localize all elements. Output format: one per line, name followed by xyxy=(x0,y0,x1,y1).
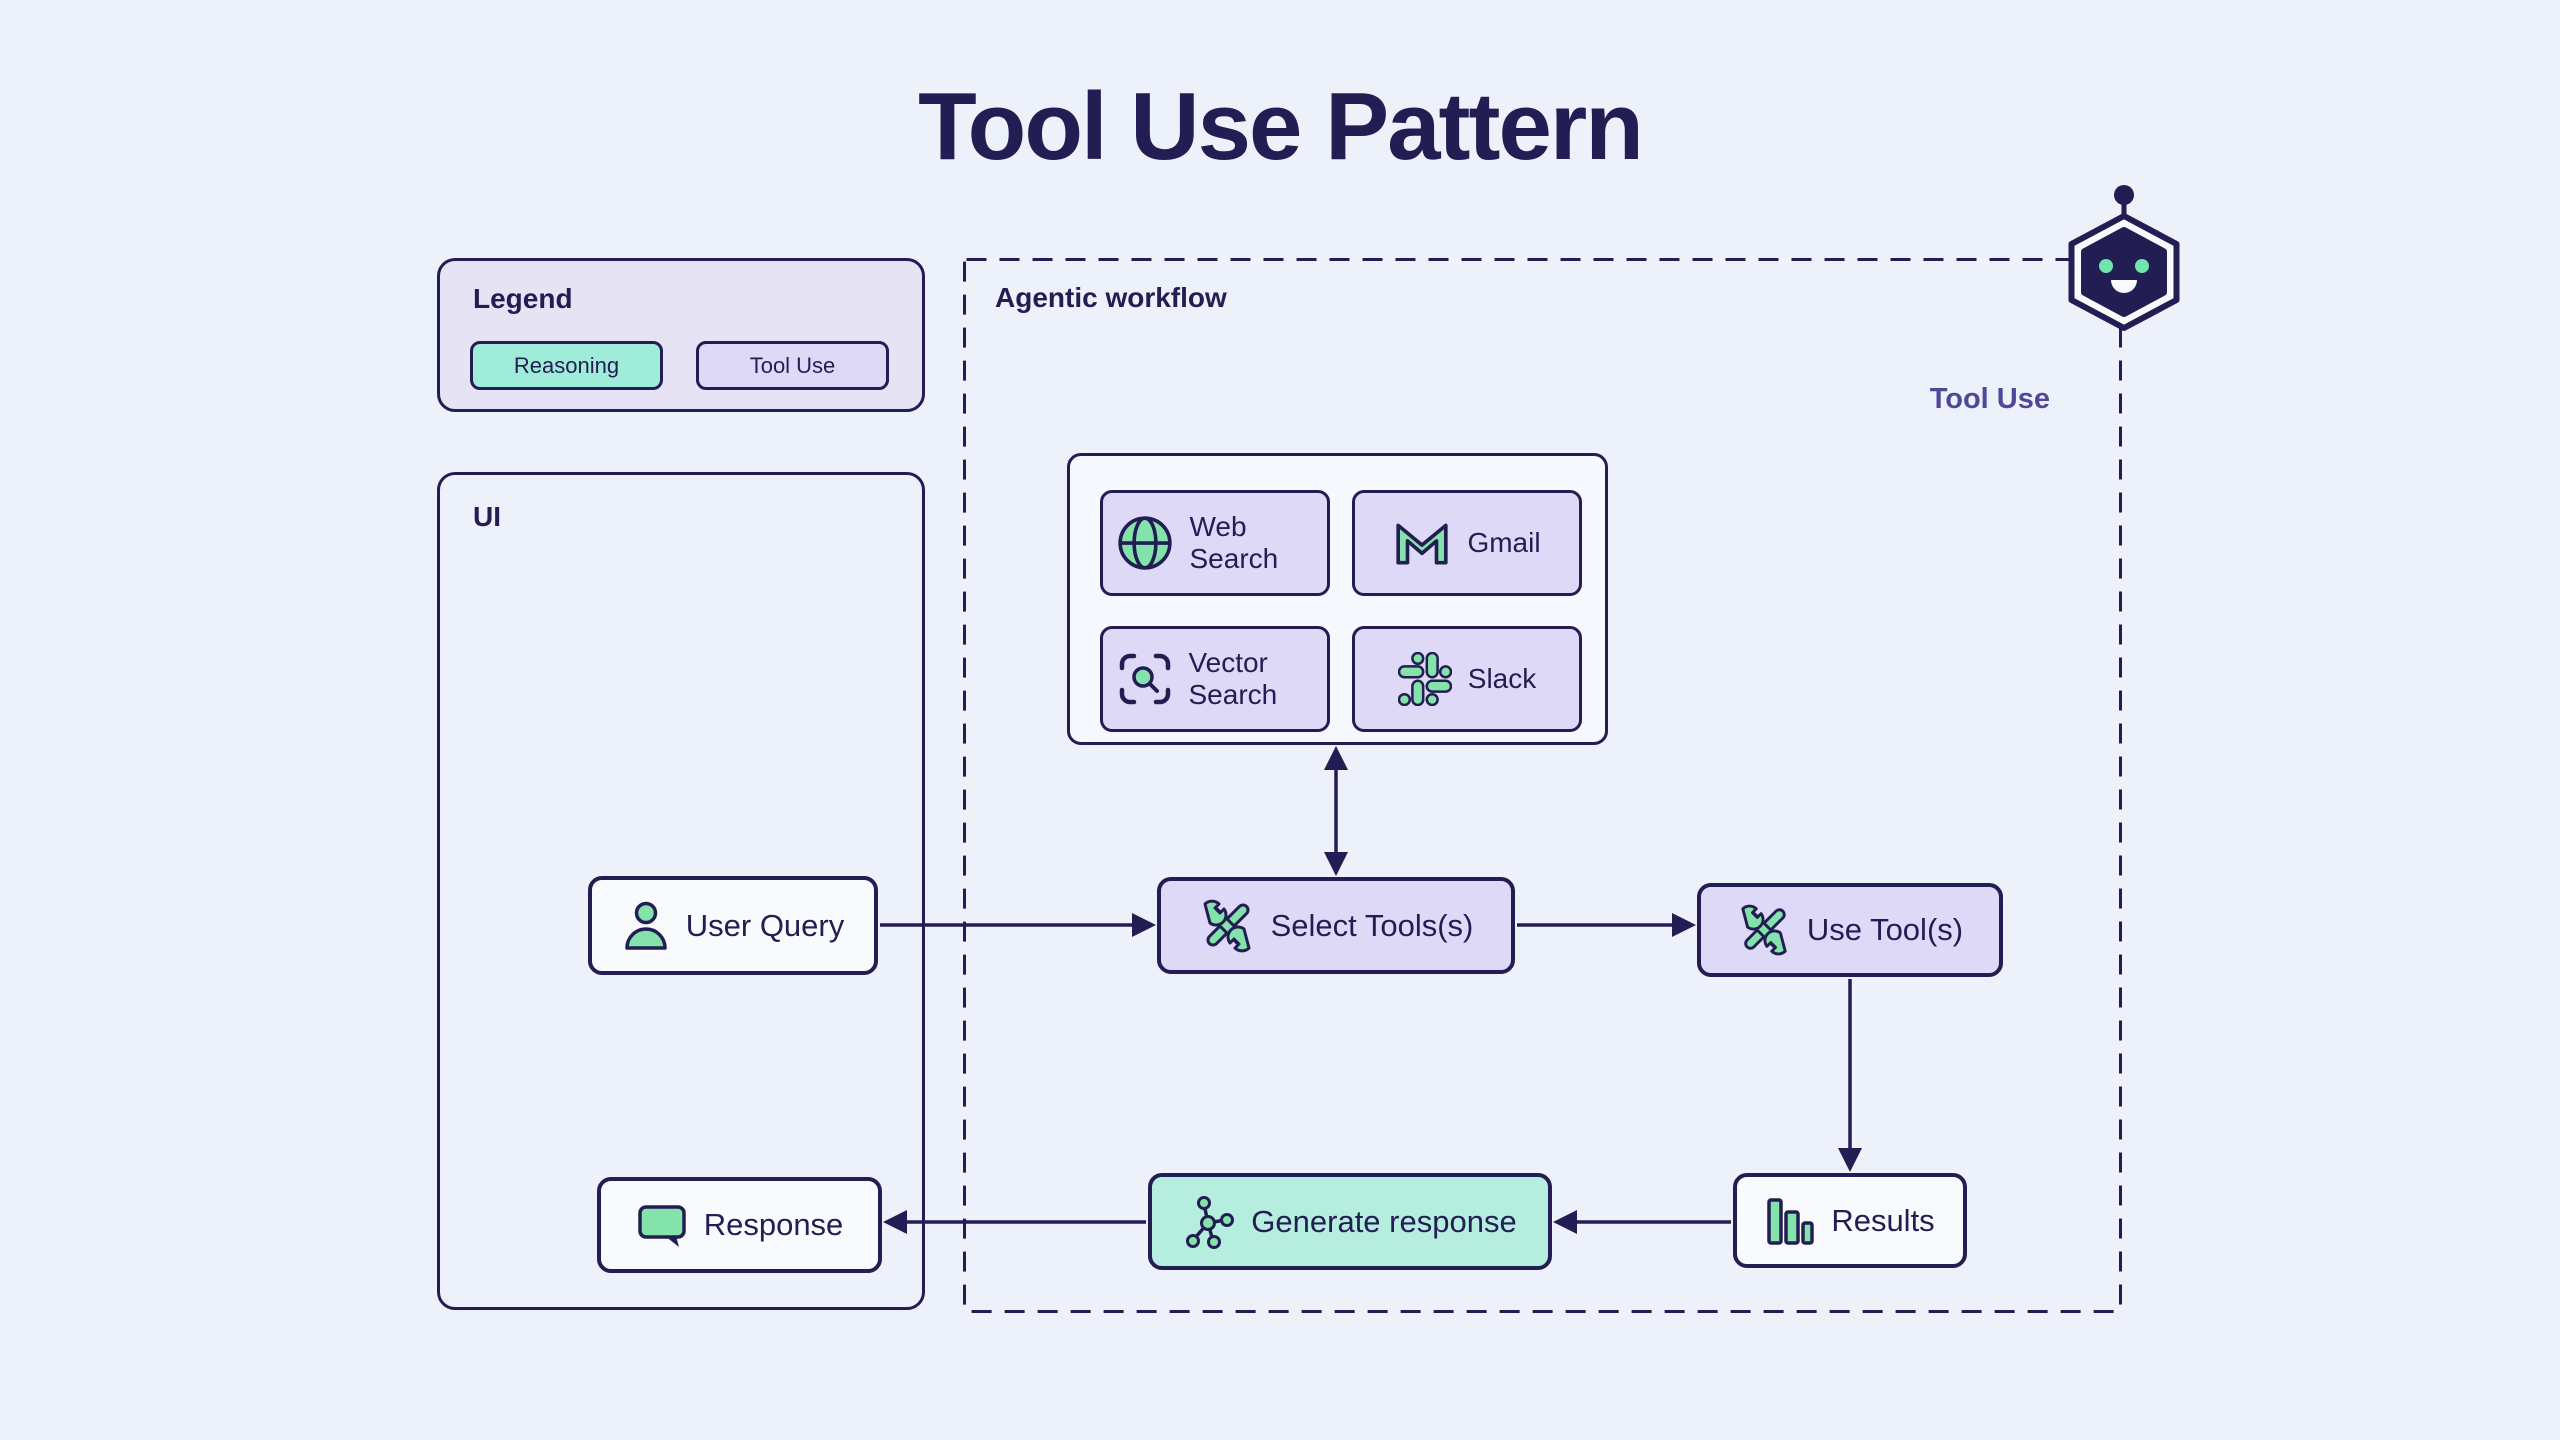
globe-icon xyxy=(1116,514,1174,572)
node-label: Select Tools(s) xyxy=(1270,907,1474,943)
vector-search-icon xyxy=(1117,651,1173,707)
network-icon xyxy=(1183,1195,1235,1249)
legend-chip-tool-use-label: Tool Use xyxy=(749,352,836,378)
node-user-query: User Query xyxy=(588,876,878,975)
node-response: Response xyxy=(597,1177,882,1273)
tool-card-vector-search: Vector Search xyxy=(1100,626,1330,732)
legend-panel: Legend Reasoning Tool Use xyxy=(437,258,925,412)
node-select-tools: Select Tools(s) xyxy=(1157,877,1515,974)
node-use-tools: Use Tool(s) xyxy=(1697,883,2003,977)
legend-title: Legend xyxy=(473,283,573,314)
agentic-workflow-title: Agentic workflow xyxy=(995,282,1227,313)
agentic-workflow-dashed-border xyxy=(963,258,2122,1313)
legend-chip-reasoning-label: Reasoning xyxy=(513,352,620,378)
legend-chip-reasoning: Reasoning xyxy=(470,341,663,390)
bar-chart-icon xyxy=(1765,1195,1815,1247)
gmail-icon xyxy=(1393,518,1451,568)
legend-chips: Reasoning Tool Use xyxy=(470,341,889,390)
node-generate-response: Generate response xyxy=(1148,1173,1552,1270)
tool-card-web-search: Web Search xyxy=(1100,490,1330,596)
tools-icon xyxy=(1737,903,1791,957)
tool-card-gmail: Gmail xyxy=(1352,490,1582,596)
ui-panel-title: UI xyxy=(473,501,501,532)
tools-icon xyxy=(1199,898,1255,954)
node-label: Use Tool(s) xyxy=(1806,912,1964,947)
tool-use-annotation: Tool Use xyxy=(1929,383,2050,415)
chat-bubble-icon xyxy=(636,1202,688,1248)
tool-card-label: Gmail xyxy=(1467,526,1541,558)
tool-card-label: Vector Search xyxy=(1188,646,1278,710)
node-label: Response xyxy=(703,1207,844,1242)
user-icon xyxy=(622,900,670,952)
ui-panel: UI xyxy=(437,472,925,1310)
tool-card-label: Web Search xyxy=(1189,510,1279,574)
tools-container: Web Search Gmail Vector S xyxy=(1067,453,1608,745)
node-results: Results xyxy=(1733,1173,1967,1268)
robot-icon xyxy=(2054,178,2194,338)
legend-chip-tool-use: Tool Use xyxy=(696,341,889,390)
node-label: Results xyxy=(1831,1202,1935,1238)
slack-icon xyxy=(1397,652,1452,706)
tool-card-label: Slack xyxy=(1467,662,1537,694)
node-label: User Query xyxy=(685,907,845,943)
tool-card-slack: Slack xyxy=(1352,626,1582,732)
page-title: Tool Use Pattern xyxy=(918,73,1644,180)
node-label: Generate response xyxy=(1251,1203,1517,1239)
